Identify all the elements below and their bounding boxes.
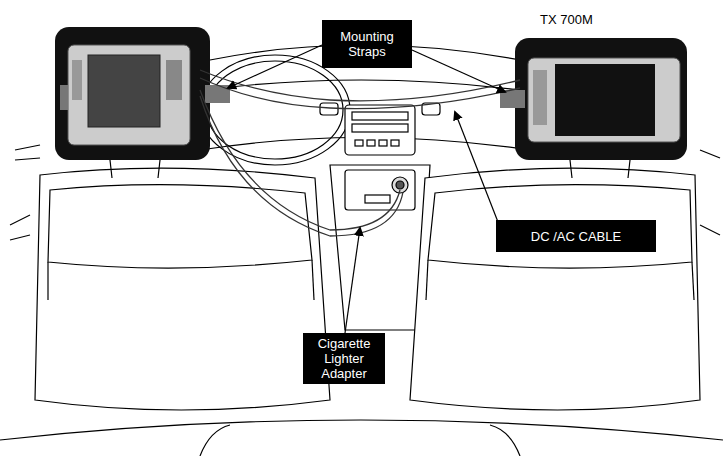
callout-text: Mounting Straps bbox=[328, 29, 406, 59]
callout-box: Cigarette Lighter Adapter bbox=[303, 333, 385, 384]
model-label: TX 700M bbox=[540, 12, 593, 27]
callout-box: DC /AC CABLE bbox=[496, 220, 656, 252]
callout-text: Cigarette Lighter Adapter bbox=[309, 336, 379, 381]
callout-box: Mounting Straps bbox=[322, 20, 412, 68]
callout-text-group: DC /AC CABLE bbox=[531, 229, 621, 244]
callout-text-group: Cigarette Lighter Adapter bbox=[309, 336, 379, 381]
callout-text-group: Mounting Straps bbox=[328, 29, 406, 59]
callout-text: DC /AC CABLE bbox=[531, 229, 621, 244]
